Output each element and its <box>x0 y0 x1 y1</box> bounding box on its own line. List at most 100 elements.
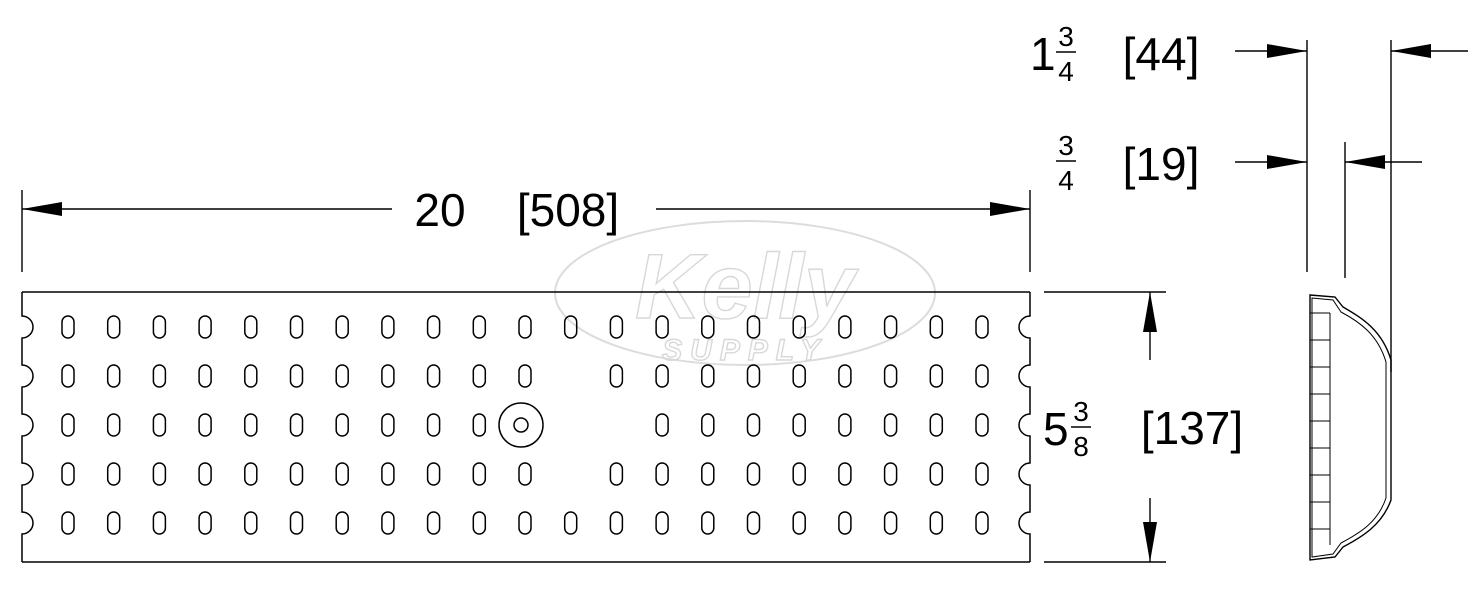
slot <box>975 413 989 437</box>
slot <box>289 315 304 339</box>
slot <box>381 462 395 486</box>
overall-height-metric: [44] <box>1123 28 1200 80</box>
slot <box>381 413 395 437</box>
slot <box>975 364 989 388</box>
slot <box>975 315 989 339</box>
slot <box>198 315 212 339</box>
slot <box>198 511 212 535</box>
slot <box>289 364 304 388</box>
slot <box>106 462 121 486</box>
watermark: Kelly SUPPLY <box>554 220 936 368</box>
slot <box>244 413 258 437</box>
overall-height-label: 1 3 4 [44] <box>1030 21 1199 87</box>
slot <box>655 315 669 339</box>
slot <box>792 315 806 339</box>
slot <box>198 364 212 388</box>
slot <box>609 511 624 535</box>
grate-right-edge <box>1018 292 1031 562</box>
slot <box>426 413 441 437</box>
grate-side-view <box>1306 40 1392 561</box>
slot <box>244 315 258 339</box>
slot <box>701 413 715 437</box>
slot <box>198 413 212 437</box>
slot <box>335 364 349 388</box>
slot <box>426 315 441 339</box>
slot <box>609 315 624 339</box>
thickness-numerator: 3 <box>1058 130 1074 161</box>
slot <box>838 315 852 339</box>
slot <box>975 511 989 535</box>
slot <box>701 511 715 535</box>
slot <box>655 462 669 486</box>
thickness-denominator: 4 <box>1058 165 1074 196</box>
slot <box>701 315 715 339</box>
slot <box>152 364 167 388</box>
overall-height-denominator: 4 <box>1058 56 1074 87</box>
slot <box>701 462 715 486</box>
slot <box>792 413 806 437</box>
slot <box>244 462 258 486</box>
slot <box>61 462 75 486</box>
slot <box>61 315 75 339</box>
slot <box>61 511 75 535</box>
length-metric: [508] <box>517 184 619 236</box>
slot <box>106 413 121 437</box>
overall-height-numerator: 3 <box>1058 21 1074 52</box>
slot <box>335 511 349 535</box>
slot <box>883 413 898 437</box>
slot <box>746 462 761 486</box>
slot <box>792 511 806 535</box>
width-whole: 5 <box>1043 403 1069 455</box>
slot <box>335 462 349 486</box>
slot <box>883 511 898 535</box>
slot <box>61 364 75 388</box>
slot <box>838 511 852 535</box>
slot <box>152 315 167 339</box>
slot <box>883 315 898 339</box>
slot <box>472 364 487 388</box>
thickness-metric: [19] <box>1123 138 1200 190</box>
slot <box>883 462 898 486</box>
slot <box>426 462 441 486</box>
slot <box>701 364 715 388</box>
slot <box>61 413 75 437</box>
slot <box>838 462 852 486</box>
slot <box>472 462 487 486</box>
slot <box>518 462 532 486</box>
slot <box>518 315 532 339</box>
length-dimension <box>21 190 1031 272</box>
slot <box>746 511 761 535</box>
slot <box>244 511 258 535</box>
slot <box>929 315 944 339</box>
slot <box>746 413 761 437</box>
slot <box>609 364 624 388</box>
slot <box>472 315 487 339</box>
width-numerator: 3 <box>1073 396 1089 427</box>
slot <box>563 315 578 339</box>
slot <box>152 511 167 535</box>
overall-height-whole: 1 <box>1030 28 1056 80</box>
slot <box>518 511 532 535</box>
slot <box>792 462 806 486</box>
slot <box>838 364 852 388</box>
slot <box>746 364 761 388</box>
slot <box>381 511 395 535</box>
slot <box>655 413 669 437</box>
length-whole: 20 <box>414 184 465 236</box>
slot <box>106 511 121 535</box>
slot <box>426 511 441 535</box>
slot <box>152 413 167 437</box>
watermark-sub: SUPPLY <box>662 334 828 367</box>
width-dimension <box>1044 291 1166 563</box>
slot <box>335 315 349 339</box>
slot <box>518 364 532 388</box>
slot <box>289 413 304 437</box>
slot <box>655 511 669 535</box>
slot <box>472 511 487 535</box>
slot <box>929 462 944 486</box>
slot <box>426 364 441 388</box>
slot <box>792 364 806 388</box>
slot <box>381 364 395 388</box>
slot <box>563 511 578 535</box>
